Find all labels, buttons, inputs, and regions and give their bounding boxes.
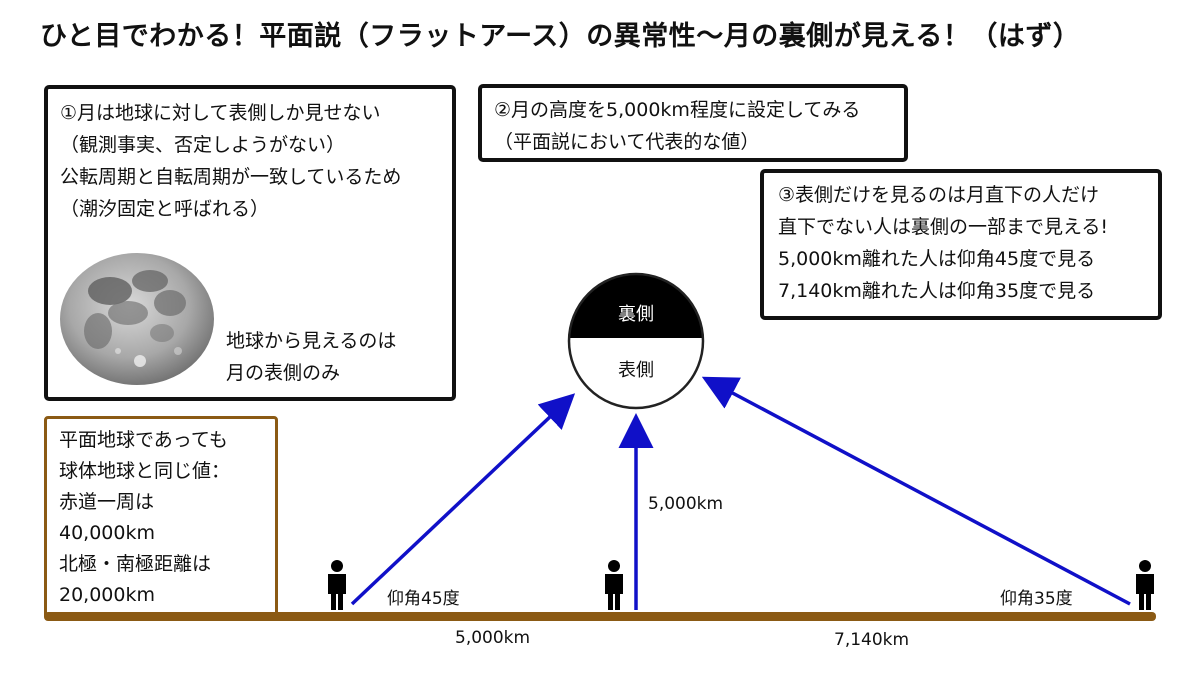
box1-line: 公転周期と自転周期が一致しているため — [60, 166, 402, 188]
page-title: ひと目でわかる！平面説（フラットアース）の異常性〜月の裏側が見える！（はず） — [40, 21, 1081, 52]
angle-right-label: 仰角35度 — [1000, 589, 1073, 609]
person-left-icon — [328, 560, 346, 610]
tidal-locking-box: ①月は地球に対して表側しか見せない （観測事実、否定しようがない） 公転周期と自… — [44, 85, 456, 401]
moon-caption-line: 地球から見えるのは — [226, 330, 397, 352]
angle-left-label: 仰角45度 — [387, 589, 460, 609]
moon-diagram: 裏側 表側 — [567, 272, 705, 410]
box3-line: ③表側だけを見るのは月直下の人だけ — [778, 184, 1100, 206]
moon-outline — [567, 272, 705, 410]
viewing-angle-box: ③表側だけを見るのは月直下の人だけ 直下でない人は裏側の一部まで見える! 5,0… — [760, 169, 1162, 320]
box4-line: 40,000km — [59, 522, 155, 544]
box1-line: （潮汐固定と呼ばれる） — [60, 198, 270, 220]
distance-right-label: 7,140km — [834, 630, 910, 650]
person-center-icon — [605, 560, 623, 610]
flat-earth-distances-box: 平面地球であっても 球体地球と同じ値： 赤道一周は 40,000km 北極・南極… — [44, 416, 278, 620]
moon-caption-line: 月の表側のみ — [226, 362, 341, 384]
box2-line: ②月の高度を5,000km程度に設定してみる — [494, 99, 861, 121]
box3-line: 7,140km離れた人は仰角35度で見る — [778, 280, 1096, 302]
far-side-label: 裏側 — [618, 304, 654, 325]
box4-line: 北極・南極距離は — [59, 553, 212, 575]
box4-line: 平面地球であっても — [59, 429, 228, 451]
box4-line: 20,000km — [59, 584, 155, 606]
box1-line: ①月は地球に対して表側しか見せない — [60, 102, 381, 124]
box1-line: （観測事実、否定しようがない） — [60, 134, 346, 156]
box4-line: 球体地球と同じ値： — [59, 460, 231, 482]
box3-line: 5,000km離れた人は仰角45度で見る — [778, 248, 1096, 270]
flat-earth-ground — [44, 612, 1156, 621]
sightline-arrow-right — [701, 376, 1131, 606]
box2-line: （平面説において代表的な値） — [494, 131, 760, 153]
distance-left-label: 5,000km — [455, 628, 531, 648]
person-right-icon — [1136, 560, 1154, 610]
box4-line: 赤道一周は — [59, 491, 155, 513]
altitude-label: 5,000km — [648, 494, 724, 514]
moon-caption: 地球から見えるのは 月の表側のみ — [226, 325, 396, 389]
sightline-arrow-left — [350, 393, 576, 606]
full-moon-image — [60, 253, 214, 385]
moon-altitude-box: ②月の高度を5,000km程度に設定してみる （平面説において代表的な値） — [478, 84, 908, 162]
box3-line: 直下でない人は裏側の一部まで見える! — [778, 216, 1109, 238]
near-side-label: 表側 — [618, 360, 654, 381]
